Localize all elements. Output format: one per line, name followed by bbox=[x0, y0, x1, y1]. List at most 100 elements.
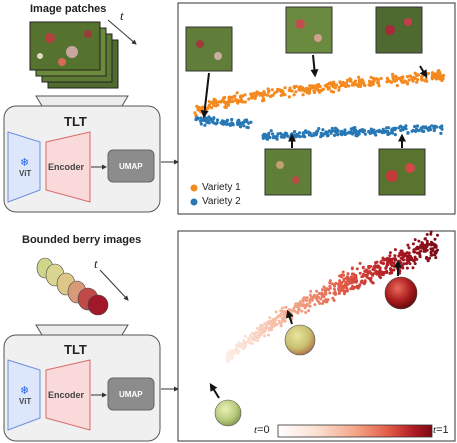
variety-1-point bbox=[325, 83, 329, 87]
ripeness-point bbox=[277, 319, 281, 323]
variety-2-point bbox=[333, 130, 338, 134]
ripeness-point bbox=[388, 257, 391, 261]
variety-1-point bbox=[316, 85, 320, 89]
variety-1-point bbox=[271, 93, 275, 97]
variety-1-point bbox=[294, 90, 298, 94]
variety-scatter bbox=[193, 69, 446, 141]
ripeness-point bbox=[346, 276, 350, 279]
ripeness-point bbox=[317, 291, 321, 295]
ripeness-point bbox=[402, 258, 406, 262]
colorbar-end-val: =1 bbox=[436, 424, 449, 436]
time-label: t bbox=[120, 8, 124, 23]
variety-2-point bbox=[383, 130, 387, 134]
ripeness-point bbox=[407, 251, 411, 255]
ripeness-point bbox=[312, 293, 316, 297]
variety-2-point bbox=[426, 128, 431, 132]
variety-2-point bbox=[194, 116, 198, 120]
variety-1-point bbox=[226, 101, 230, 106]
variety-1-point bbox=[338, 80, 342, 84]
patch-thumbnail bbox=[375, 6, 423, 54]
ripeness-point bbox=[418, 253, 422, 257]
ripeness-point bbox=[332, 298, 336, 302]
variety-1-point bbox=[267, 89, 271, 93]
variety-1-point bbox=[413, 71, 417, 75]
ripeness-point bbox=[274, 322, 278, 326]
ripeness-point bbox=[415, 251, 419, 255]
variety-2-point bbox=[228, 123, 232, 127]
berry-sequence bbox=[36, 257, 109, 316]
time-arrow bbox=[107, 19, 137, 45]
variety-2-point bbox=[327, 129, 332, 133]
ripeness-point bbox=[413, 250, 417, 254]
variety-2-point bbox=[238, 125, 243, 129]
variety-1-point bbox=[326, 87, 330, 91]
variety-2-point bbox=[330, 126, 334, 130]
encoder-label: Encoder bbox=[48, 390, 85, 400]
variety-1-point bbox=[441, 77, 445, 81]
variety-1-point bbox=[214, 101, 218, 105]
ripeness-point bbox=[398, 269, 402, 273]
model-lid bbox=[35, 95, 129, 107]
variety-2-point bbox=[293, 130, 297, 134]
variety-1-point bbox=[282, 92, 286, 96]
ripeness-point bbox=[294, 310, 298, 314]
variety-2-point bbox=[215, 118, 220, 122]
ripeness-point bbox=[388, 254, 392, 258]
vit-label: ViT bbox=[19, 397, 32, 406]
ripeness-point bbox=[338, 279, 342, 283]
variety-1-point bbox=[292, 93, 296, 97]
variety-2-point bbox=[359, 129, 363, 133]
variety-1-point bbox=[265, 93, 269, 97]
ripeness-point bbox=[391, 257, 395, 261]
ripeness-point bbox=[304, 303, 308, 307]
ripeness-point bbox=[234, 347, 238, 351]
encoder-label: Encoder bbox=[48, 162, 85, 172]
ripeness-point bbox=[365, 273, 369, 277]
variety-1-point bbox=[329, 81, 333, 85]
variety-1-point bbox=[290, 89, 294, 93]
ripeness-point bbox=[226, 355, 230, 358]
ripeness-point bbox=[411, 242, 415, 246]
ripeness-point bbox=[342, 277, 346, 281]
variety-1-point bbox=[401, 80, 405, 84]
variety-1-point bbox=[349, 79, 353, 83]
ripeness-point bbox=[315, 289, 319, 293]
variety-1-point bbox=[435, 72, 439, 76]
ripeness-point bbox=[417, 239, 421, 243]
ripeness-point bbox=[423, 237, 427, 241]
variety-1-point bbox=[341, 80, 345, 85]
ripeness-point bbox=[332, 283, 336, 287]
variety-2-point bbox=[205, 120, 209, 125]
ripeness-point bbox=[233, 350, 237, 354]
variety-2-point bbox=[386, 126, 391, 130]
variety-2-point bbox=[417, 129, 421, 133]
variety-2-point bbox=[411, 128, 415, 132]
ripeness-point bbox=[358, 283, 362, 287]
ripeness-point bbox=[363, 279, 367, 283]
ripeness-point bbox=[361, 265, 365, 269]
vit-block bbox=[7, 131, 41, 203]
variety-1-point bbox=[407, 78, 411, 82]
legend-swatch bbox=[190, 198, 198, 206]
variety-2-point bbox=[413, 124, 417, 129]
ripeness-point bbox=[262, 330, 265, 334]
ripeness-point bbox=[328, 286, 332, 290]
variety-1-point bbox=[346, 84, 350, 88]
variety-1-point bbox=[411, 79, 415, 83]
variety-2-point bbox=[282, 135, 286, 139]
ripeness-point bbox=[429, 230, 433, 234]
variety-2-point bbox=[231, 122, 235, 126]
variety-2-point bbox=[208, 117, 213, 121]
ripeness-point bbox=[337, 287, 340, 291]
ripeness-point bbox=[341, 270, 345, 274]
variety-2-point bbox=[399, 128, 403, 133]
ripeness-point bbox=[247, 336, 250, 340]
ripeness-point bbox=[425, 239, 429, 243]
umap-block bbox=[107, 149, 155, 183]
model-lid bbox=[35, 324, 129, 336]
ripeness-point bbox=[393, 254, 397, 258]
ripeness-scatter bbox=[225, 230, 439, 363]
ripeness-point bbox=[337, 282, 341, 286]
variety-2-point bbox=[386, 129, 390, 134]
time-label: t bbox=[94, 256, 98, 271]
